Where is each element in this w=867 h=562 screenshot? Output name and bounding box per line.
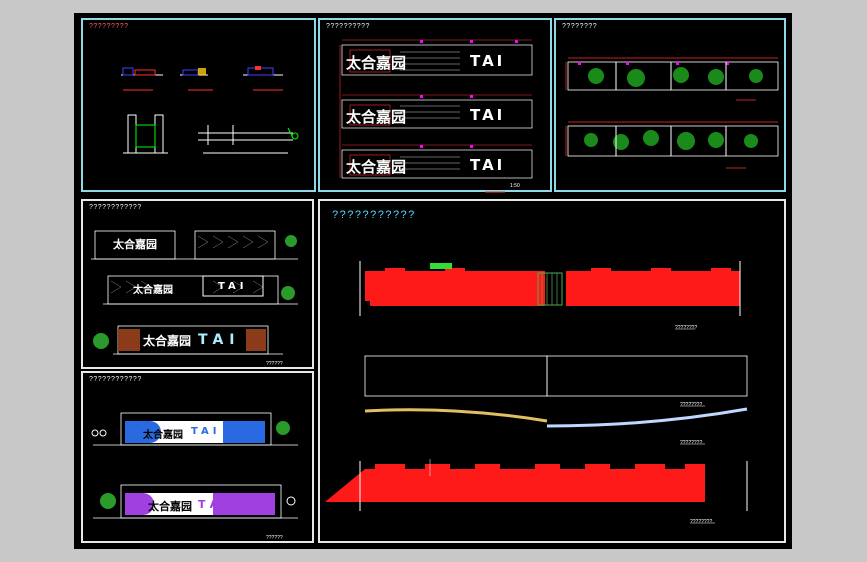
panel-details[interactable]: ?????????	[81, 18, 316, 192]
banner-en-5: TAI	[218, 281, 248, 292]
banner-cn-5: 太合嘉园	[133, 285, 173, 296]
panel-title: ????????????	[89, 376, 142, 383]
panel-elevations[interactable]: ??????????	[318, 18, 552, 193]
panel-title: ???????????	[332, 209, 416, 221]
banner-en-7: TAI	[191, 426, 221, 437]
panel-wall-plans[interactable]: ??????????? ??????	[318, 199, 786, 543]
panel-colored-elevations[interactable]: ???????????? 太合嘉园 TAI 太合嘉园 TAI ??????	[81, 371, 314, 543]
banner-cn-1: 太合嘉园	[346, 54, 407, 72]
banner-cn-3: 太合嘉园	[346, 158, 407, 176]
banner-en-1: TAI	[470, 52, 506, 70]
scale-label: 1:50	[510, 183, 520, 189]
scale-note: ??????	[266, 361, 283, 367]
panel-planters[interactable]: ????????	[554, 18, 786, 192]
banner-cn-8: 太合嘉园	[148, 500, 192, 513]
banner-en-8: TAI	[198, 498, 233, 511]
gate-elevation-drawings	[91, 230, 298, 355]
banner-en-2: TAI	[470, 106, 506, 124]
banner-en-6: TAI	[198, 332, 241, 348]
dimension-text-3: ????????	[680, 440, 703, 446]
wall-plan-drawings	[325, 261, 748, 524]
planter-drawings	[565, 57, 779, 169]
detail-drawings	[121, 66, 299, 154]
panel-gate-elevations[interactable]: ???????????? 太合嘉园 太合嘉园 TA	[81, 199, 314, 369]
panel-title: ?????????	[89, 23, 129, 30]
dimension-text-4: ????????	[690, 519, 713, 525]
drawing-sheet: ????????? ?????	[74, 13, 792, 549]
dimension-text-2: ????????	[680, 402, 703, 408]
colored-elevation-drawings	[91, 412, 298, 519]
panel-title: ??????????	[326, 23, 370, 30]
banner-en-3: TAI	[470, 156, 506, 174]
dimension-text-1: ????????	[675, 325, 698, 331]
banner-cn-2: 太合嘉园	[346, 108, 407, 126]
banner-cn-4: 太合嘉园	[113, 238, 157, 251]
scale-note: ??????	[266, 535, 283, 541]
banner-cn-7: 太合嘉园	[143, 430, 183, 441]
banner-cn-6: 太合嘉园	[143, 334, 192, 348]
elevation-drawings	[339, 39, 533, 193]
panel-title: ????????????	[89, 204, 142, 211]
panel-title: ????????	[562, 23, 598, 30]
